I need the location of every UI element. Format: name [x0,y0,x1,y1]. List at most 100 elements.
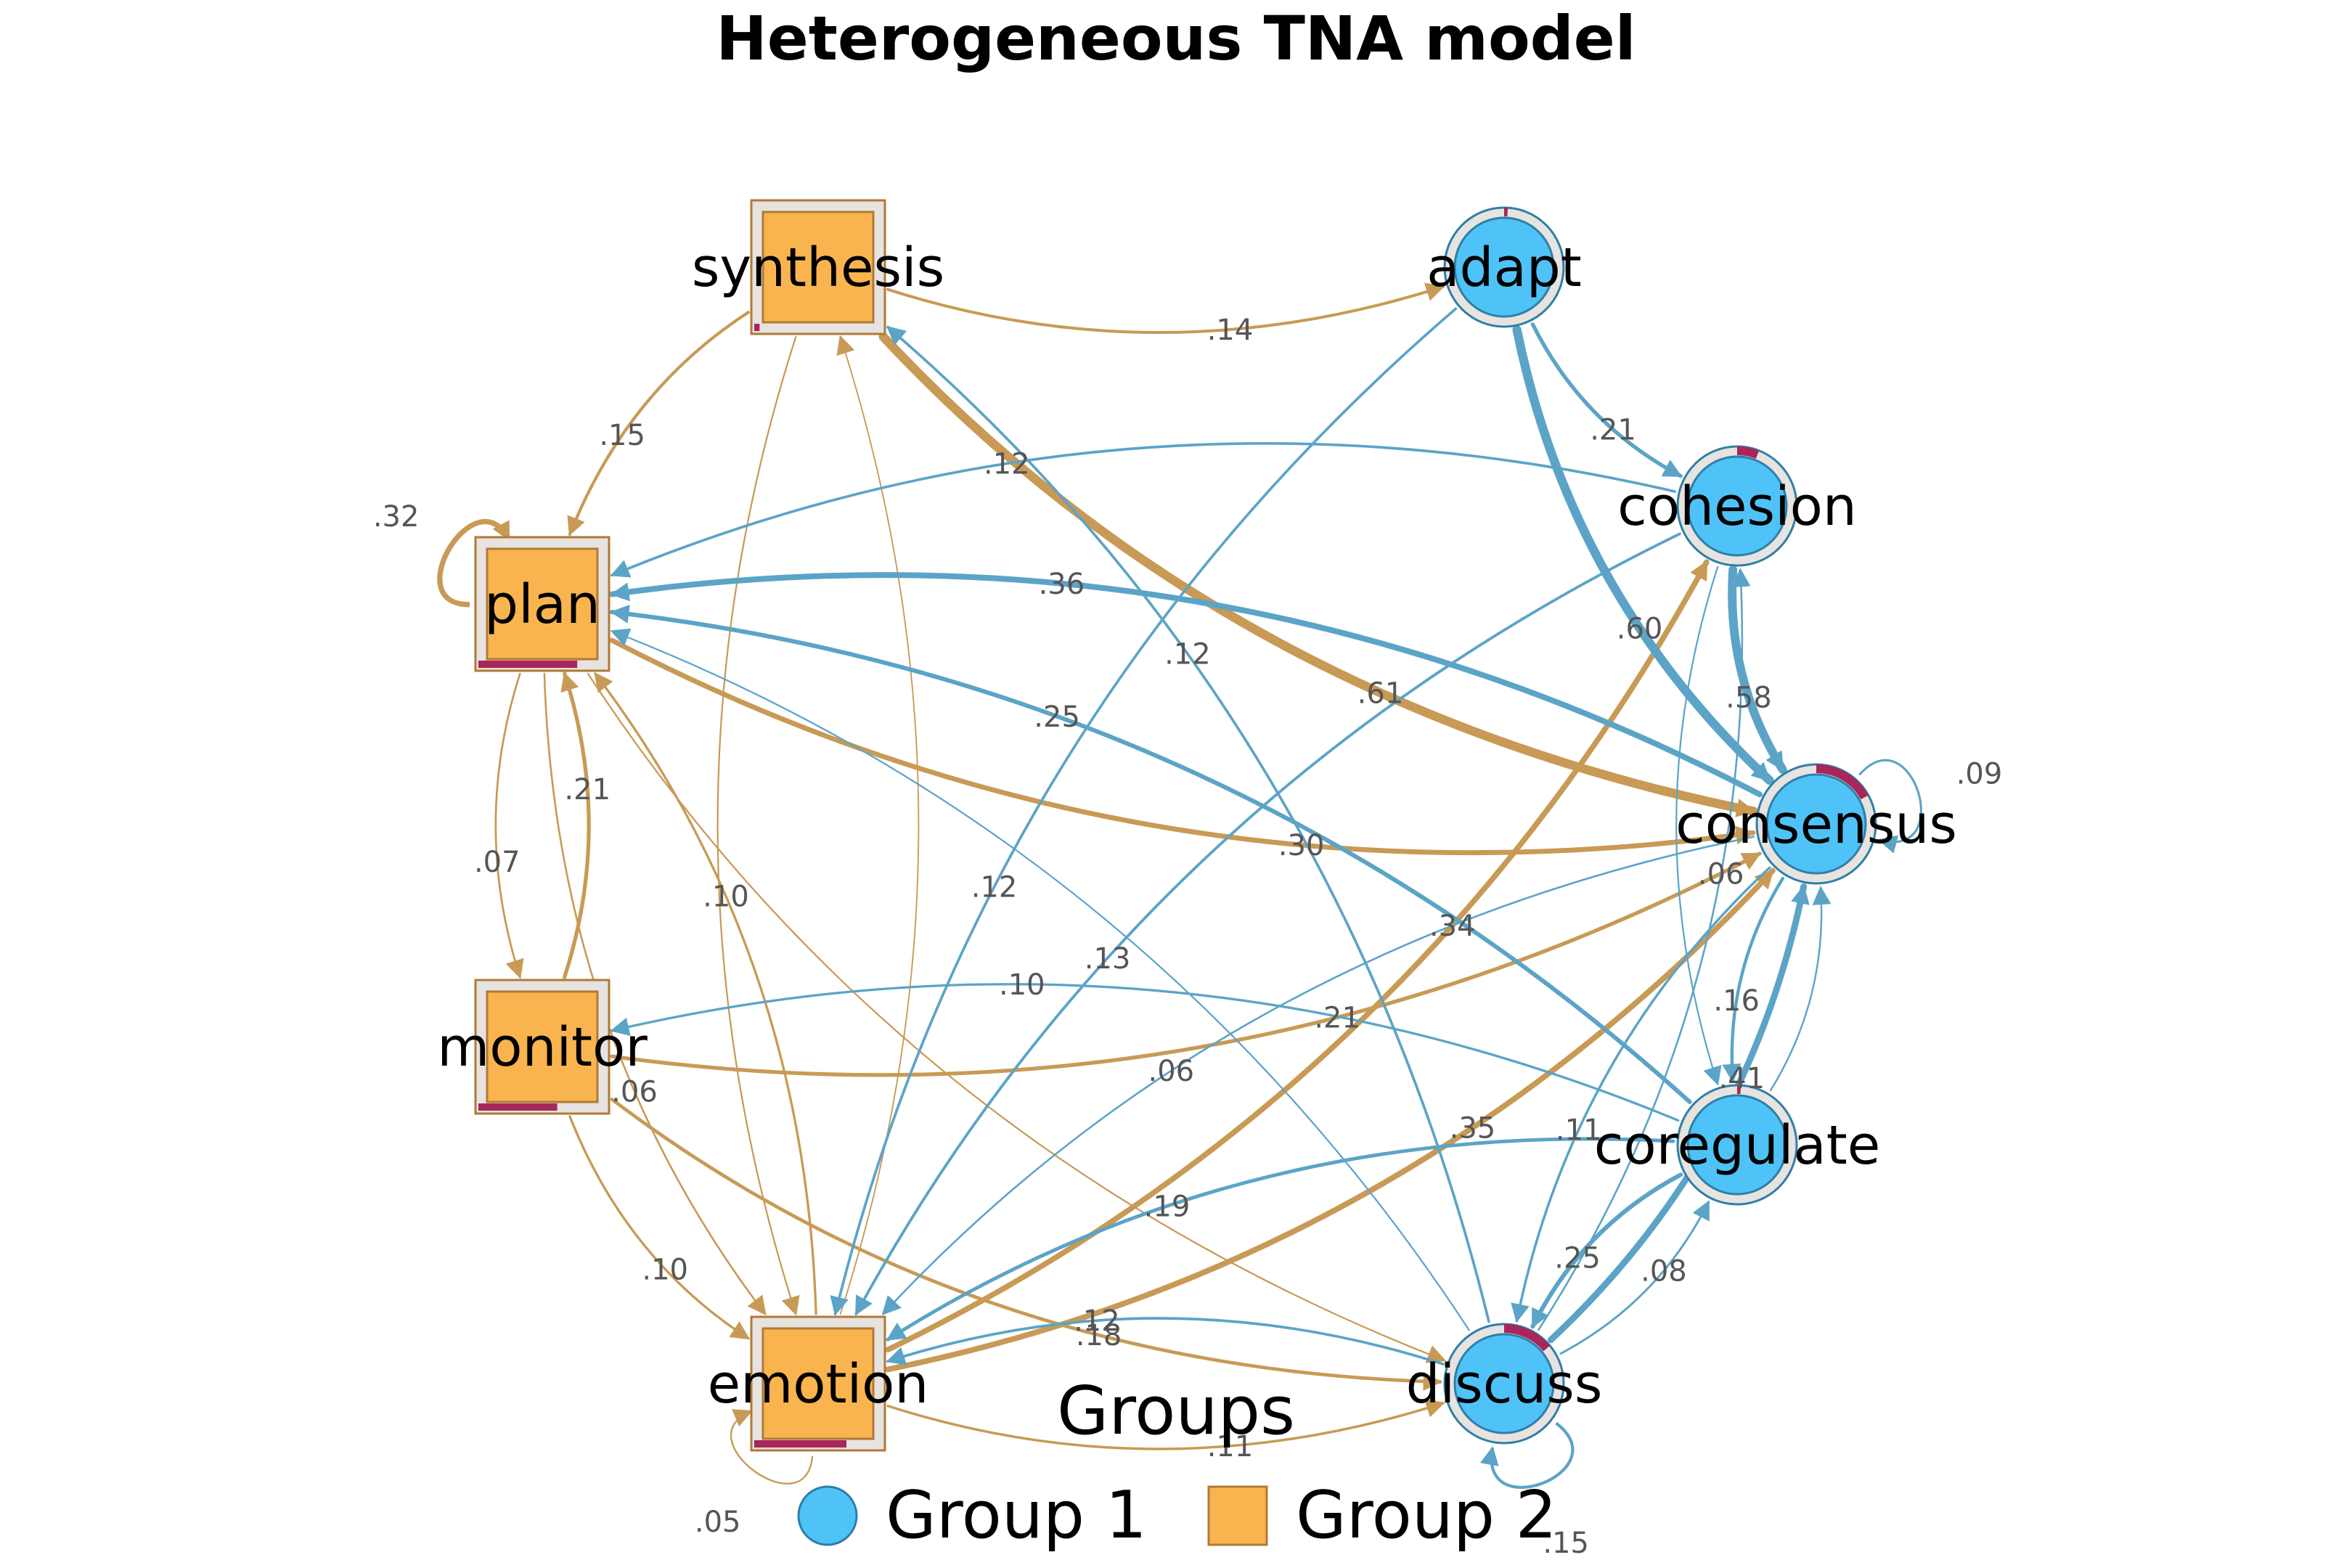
edge-label: .05 [695,1506,741,1539]
edge-label: .13 [1085,942,1131,976]
legend-marker [797,1485,858,1546]
edge-label: .58 [1726,682,1772,715]
edge-coregulate-to-consensus [1769,886,1832,1092]
node-cohesion: cohesion [1617,445,1857,567]
edge-discuss-to-emotion [886,1317,1445,1366]
legend-label: Group 2 [1296,1477,1557,1553]
legend-item-2: Group 2 [1207,1477,1557,1553]
legend-label: Group 1 [886,1477,1147,1553]
edge-consensus-to-consensus [1858,759,1922,854]
edge-label: .12 [1164,638,1211,671]
edge-cohesion-to-emotion [854,532,1681,1316]
edge-coregulate-to-emotion [886,1137,1675,1342]
edge-plan-to-monitor [494,672,524,979]
node-label: emotion [708,1353,929,1416]
edge-emotion-to-discuss [886,1399,1445,1450]
edge-label: .18 [1076,1319,1122,1352]
diagram-title: Heterogeneous TNA model [716,3,1636,74]
edge-discuss-to-plan [610,628,1470,1331]
edge-consensus-to-coregulate [1722,876,1785,1083]
edge-label: .21 [1314,1002,1360,1035]
edge-plan-to-plan [437,519,512,608]
edge-label: .35 [1450,1112,1496,1146]
node-label: synthesis [692,237,944,299]
node-monitor: monitor [437,979,648,1115]
edge-label: .12 [971,871,1018,905]
edge-emotion-to-cohesion [885,559,1710,1353]
node-discuss: discuss [1406,1323,1602,1445]
edge-label: .15 [599,419,645,452]
edge-synthesis-to-consensus [878,332,1758,817]
node-label: plan [484,573,600,636]
edge-labels-layer: .14.15.61.32.30.07.06.21.21.10.18.10.34.… [373,314,2002,1560]
edge-label: .25 [1034,701,1080,734]
edge-discuss-to-synthesis [886,325,1490,1323]
node-pie [478,661,578,668]
edge-consensus-to-emotion [881,836,1755,1315]
edge-discuss-to-discuss [1480,1421,1575,1489]
edge-label: .61 [1357,677,1404,710]
node-label: consensus [1675,793,1957,856]
edge-label: .41 [1719,1062,1765,1095]
edge-label: .08 [1641,1255,1687,1289]
node-pie [1503,1324,1551,1352]
node-pie [754,324,760,331]
edge-label: .06 [1698,858,1744,891]
edge-coregulate-to-plan [610,604,1692,1105]
edge-consensus-to-plan [609,572,1763,798]
edge-adapt-to-consensus [1512,325,1774,785]
edge-monitor-to-plan [560,671,591,979]
edge-discuss-to-cohesion [1538,568,1751,1331]
edge-synthesis-to-plan [567,311,751,536]
edge-plan-to-discuss [587,672,1447,1363]
node-pie [754,1440,846,1447]
legend: Groups Group 1 Group 2 [797,1372,1557,1553]
node-coregulate: coregulate [1594,1084,1881,1206]
edge-coregulate-to-monitor [610,983,1680,1122]
edge-consensus-to-discuss [1511,866,1771,1323]
edge-label: .19 [1144,1190,1191,1223]
edge-emotion-to-synthesis [836,335,920,1315]
node-label: cohesion [1617,475,1857,538]
legend-title: Groups [1057,1372,1295,1450]
edge-label: .60 [1617,612,1663,645]
node-consensus: consensus [1675,763,1957,885]
edge-emotion-to-consensus [885,867,1776,1373]
edge-label: .12 [1074,1304,1120,1338]
node-adapt: adapt [1426,206,1582,328]
edge-label: .10 [999,968,1045,1002]
legend-items: Group 1 Group 2 [797,1477,1557,1553]
edge-cohesion-to-coregulate [1675,565,1722,1086]
edge-monitor-to-consensus [610,852,1762,1077]
edge-cohesion-to-plan [610,442,1677,578]
edge-label: .10 [642,1253,688,1286]
edge-adapt-to-emotion [830,307,1458,1316]
node-synthesis: synthesis [692,199,944,335]
edge-label: .21 [1590,414,1636,447]
edge-label: .16 [1713,984,1760,1018]
edge-label: .06 [611,1075,658,1108]
edge-adapt-to-cohesion [1530,322,1683,478]
edge-label: .10 [703,881,749,914]
edge-label: .06 [1148,1055,1194,1088]
edge-emotion-to-emotion [730,1409,814,1485]
node-label: adapt [1426,237,1582,299]
edge-cohesion-to-consensus [1728,565,1787,775]
edges-layer [437,282,1922,1489]
edge-coregulate-to-discuss [1530,1172,1683,1329]
edge-label: .09 [1956,758,2003,791]
edge-label: .15 [1543,1527,1589,1560]
edge-label: .36 [1039,568,1085,601]
edge-label: .32 [373,500,420,534]
edge-label: .21 [564,773,611,807]
edge-label: .11 [1556,1114,1602,1147]
node-label: monitor [437,1016,648,1079]
legend-item-1: Group 1 [797,1477,1147,1553]
edge-emotion-to-plan [594,671,817,1315]
node-label: coregulate [1594,1114,1881,1177]
edge-label: .12 [984,447,1030,481]
nodes-layer: synthesis plan monitor emotion adapt cohesion… [437,199,1957,1452]
edge-synthesis-to-adapt [886,282,1445,334]
edge-label: .25 [1554,1241,1601,1275]
